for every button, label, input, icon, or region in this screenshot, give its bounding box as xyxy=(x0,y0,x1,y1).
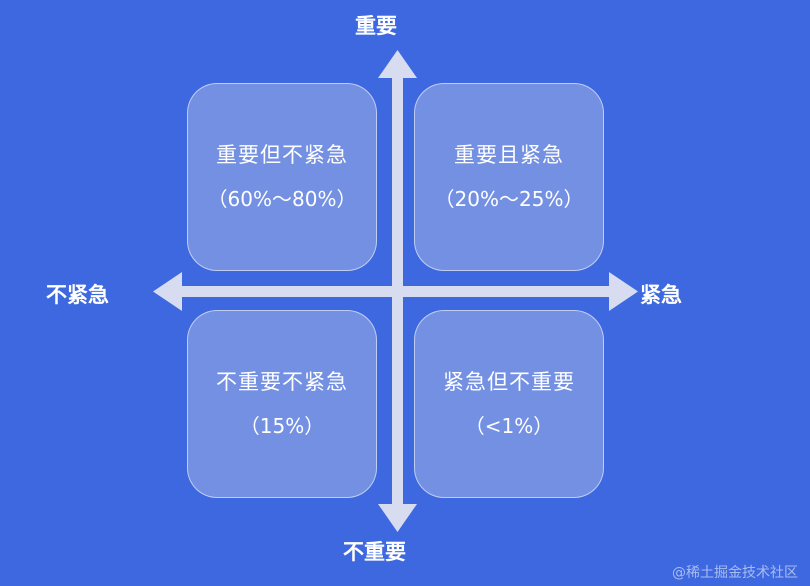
axis-label-not-important: 不重要 xyxy=(343,540,406,564)
quadrant-important-not-urgent: 重要但不紧急 （60%～80%） xyxy=(187,83,377,271)
quadrant-label: 紧急但不重要 xyxy=(443,370,575,394)
arrow-down-icon xyxy=(378,504,417,532)
quadrant-percent: （20%～25%） xyxy=(434,187,584,211)
axis-label-urgent: 紧急 xyxy=(640,283,682,307)
quadrant-important-urgent: 重要且紧急 （20%～25%） xyxy=(414,83,604,271)
quadrant-label: 重要但不紧急 xyxy=(216,143,348,167)
arrow-up-icon xyxy=(378,50,417,78)
horizontal-axis-line xyxy=(180,286,612,297)
arrow-left-icon xyxy=(153,272,182,311)
watermark: @稀土掘金技术社区 xyxy=(672,565,798,581)
quadrant-not-important-not-urgent: 不重要不紧急 （15%） xyxy=(187,310,377,498)
axis-label-important: 重要 xyxy=(355,14,397,38)
quadrant-urgent-not-important: 紧急但不重要 （<1%） xyxy=(414,310,604,498)
quadrant-label: 重要且紧急 xyxy=(454,143,564,167)
quadrant-percent: （15%） xyxy=(239,414,325,438)
quadrant-percent: （60%～80%） xyxy=(207,187,357,211)
quadrant-label: 不重要不紧急 xyxy=(216,370,348,394)
quadrant-percent: （<1%） xyxy=(464,414,554,438)
axis-label-not-urgent: 不紧急 xyxy=(46,283,109,307)
arrow-right-icon xyxy=(609,272,638,311)
